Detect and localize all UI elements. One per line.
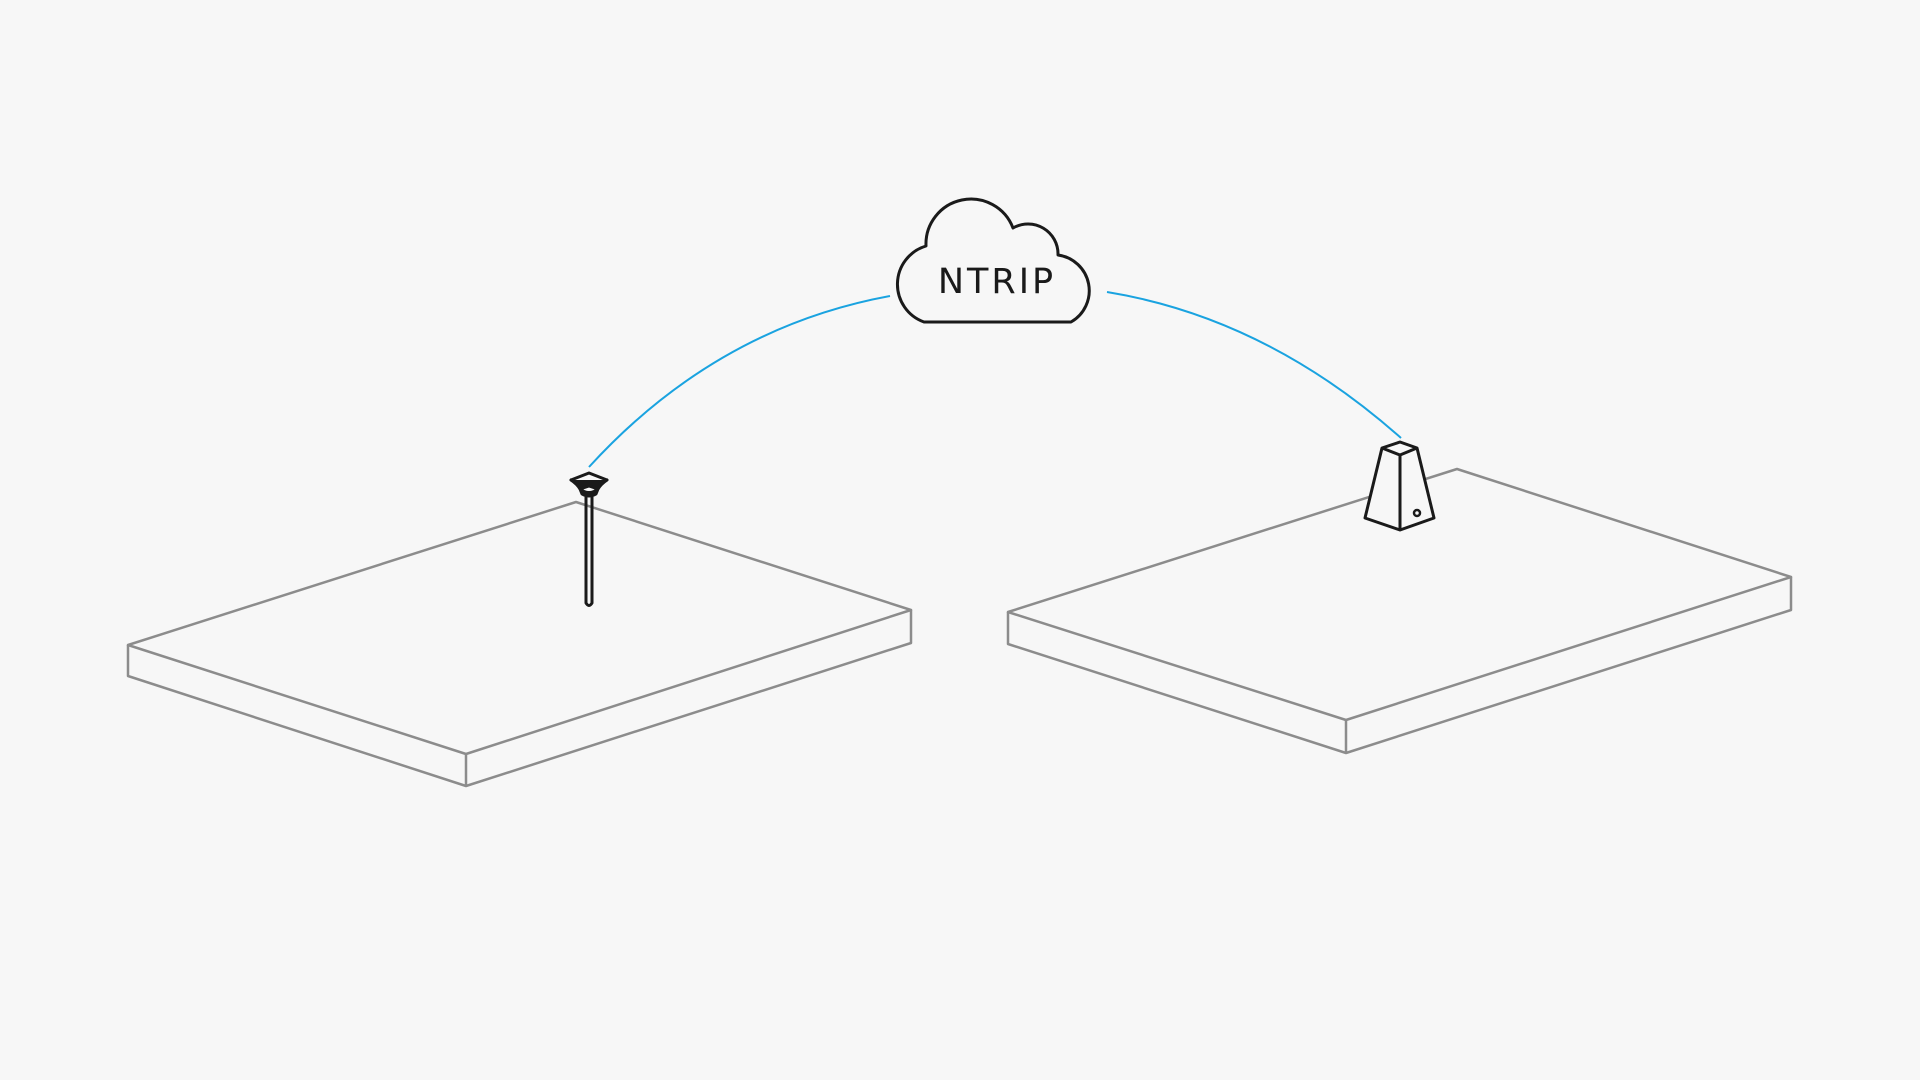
left-platform-sides — [126, 610, 913, 788]
right-platform-sides — [1006, 577, 1793, 755]
base-station-status-light — [1412, 508, 1422, 518]
cloud-label: NTRIP — [938, 262, 1056, 302]
gnss-rover-pole-icon — [569, 471, 609, 607]
correction-links — [588, 291, 1402, 468]
cloud-icon — [895, 197, 1091, 324]
gnss-base-station-icon — [1363, 440, 1436, 532]
left-platform-top — [126, 500, 913, 756]
right-platform — [1006, 467, 1793, 755]
link-cloud-to-base — [1106, 291, 1402, 439]
left-platform — [126, 500, 913, 788]
link-rover-to-cloud — [588, 295, 891, 468]
